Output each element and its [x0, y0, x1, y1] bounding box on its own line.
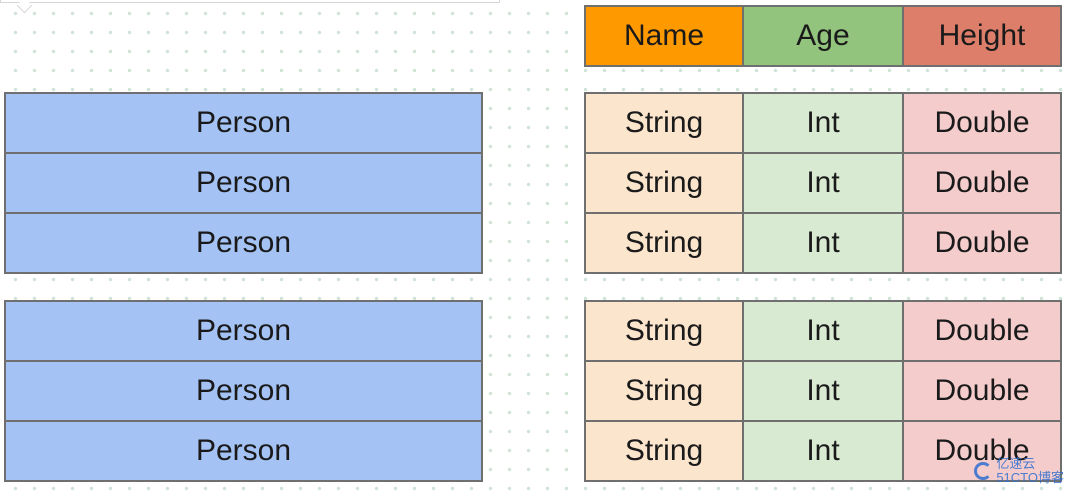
age-type-cell: Int: [742, 360, 904, 422]
header-age: Age: [742, 5, 904, 67]
age-type-cell: Int: [742, 92, 904, 154]
name-type-cell: String: [584, 360, 744, 422]
watermark: 亿速云 51CTO博客: [974, 457, 1064, 485]
column-header-row: Name Age Height: [584, 5, 1062, 67]
tooltip-frame: [0, 0, 500, 14]
name-type-cell: String: [584, 92, 744, 154]
person-cell: Person: [4, 300, 483, 362]
columnar-group-1: String Int Double String Int Double Stri…: [584, 92, 1062, 274]
height-type-cell: Double: [902, 152, 1062, 214]
height-type-cell: Double: [902, 300, 1062, 362]
person-array-group-2: Person Person Person: [4, 300, 483, 482]
height-type-cell: Double: [902, 360, 1062, 422]
header-height: Height: [902, 5, 1062, 67]
name-type-cell: String: [584, 420, 744, 482]
person-array-group-1: Person Person Person: [4, 92, 483, 274]
age-type-cell: Int: [742, 420, 904, 482]
age-type-cell: Int: [742, 212, 904, 274]
height-type-cell: Double: [902, 92, 1062, 154]
person-cell: Person: [4, 92, 483, 154]
table-row: String Int Double: [584, 152, 1062, 214]
watermark-line-2: 51CTO博客: [996, 470, 1064, 485]
name-type-cell: String: [584, 300, 744, 362]
person-cell: Person: [4, 420, 483, 482]
person-cell: Person: [4, 360, 483, 422]
person-cell: Person: [4, 152, 483, 214]
table-row: String Int Double: [584, 360, 1062, 422]
columnar-group-2: String Int Double String Int Double Stri…: [584, 300, 1062, 482]
age-type-cell: Int: [742, 300, 904, 362]
table-row: String Int Double: [584, 92, 1062, 154]
watermark-line-1: 亿速云: [996, 456, 1036, 471]
person-cell: Person: [4, 212, 483, 274]
age-type-cell: Int: [742, 152, 904, 214]
table-row: String Int Double: [584, 300, 1062, 362]
watermark-logo-icon: [974, 462, 993, 480]
name-type-cell: String: [584, 212, 744, 274]
tooltip-tail: [16, 0, 33, 14]
height-type-cell: Double: [902, 212, 1062, 274]
table-row: String Int Double: [584, 212, 1062, 274]
header-name: Name: [584, 5, 744, 67]
name-type-cell: String: [584, 152, 744, 214]
